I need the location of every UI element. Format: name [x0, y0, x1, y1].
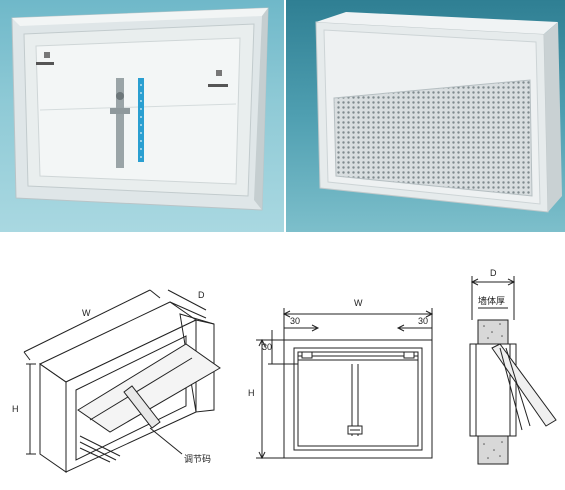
- adjust-rod: [116, 78, 124, 168]
- front-offset-left: 30: [290, 316, 300, 326]
- isometric-view: [23, 289, 221, 473]
- front-h-label: H: [248, 388, 255, 398]
- photo-left-damper: [0, 0, 284, 232]
- iso-d-label: D: [198, 290, 205, 300]
- technical-drawings: W D H 调节码 W H 30 30 30 D 墙体厚: [12, 268, 557, 473]
- iso-w-label: W: [82, 308, 91, 318]
- section-d-label: D: [490, 268, 497, 278]
- iso-h-label: H: [12, 404, 19, 414]
- perforated-panel: [333, 79, 533, 197]
- front-offset-top: 30: [262, 342, 272, 352]
- section-wall-label: 墙体厚: [478, 295, 505, 306]
- scale-strip: [138, 78, 144, 162]
- section-view: [469, 276, 557, 465]
- front-view: [256, 308, 434, 460]
- front-offset-right: 30: [418, 316, 428, 326]
- front-w-label: W: [354, 298, 363, 308]
- iso-callout-label: 调节码: [184, 454, 211, 464]
- photo-right-grille: [286, 0, 565, 232]
